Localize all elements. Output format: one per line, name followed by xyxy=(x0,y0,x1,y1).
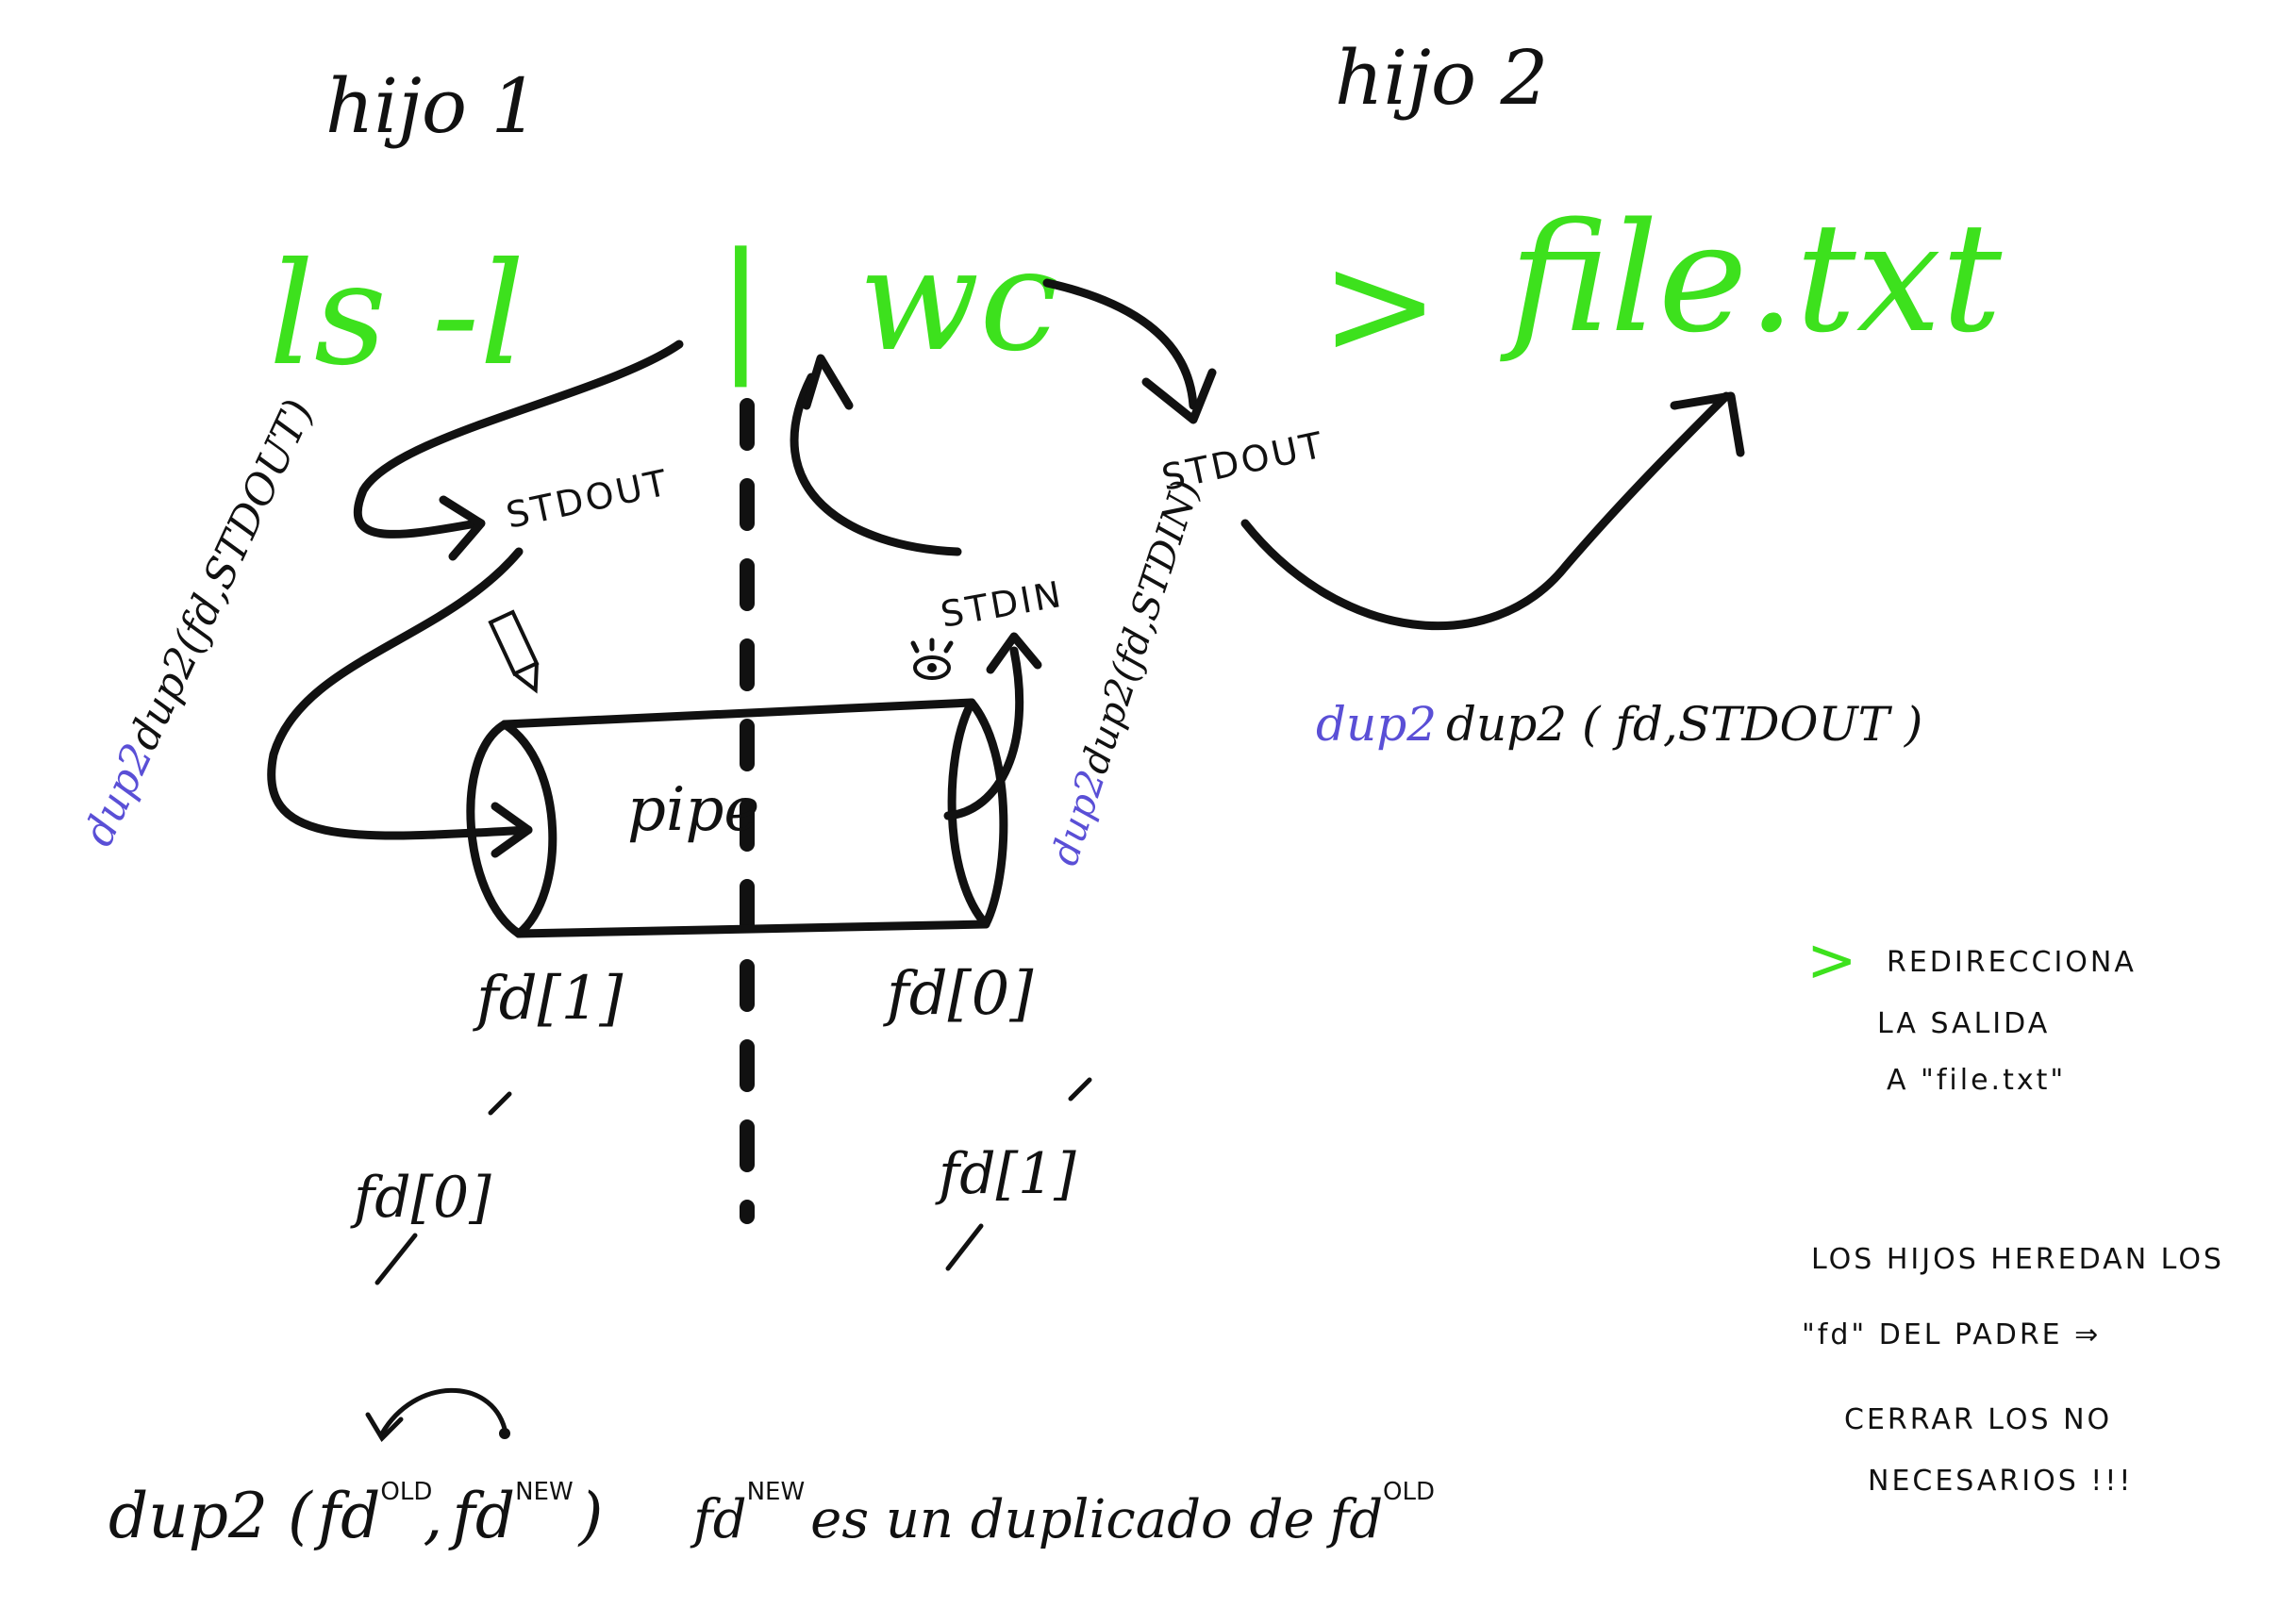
svg-text:A "file.txt": A "file.txt" xyxy=(1887,1064,2066,1097)
wc-to-stdout-arrowhead xyxy=(1141,368,1217,424)
svg-text:>: > xyxy=(1806,926,1857,996)
command-ls: ls -l xyxy=(269,233,524,397)
pipe-to-stdin-arrow xyxy=(943,646,1024,820)
svg-text:"fd" DEL PADRE ⇒: "fd" DEL PADRE ⇒ xyxy=(1802,1318,2101,1351)
stdout-to-pipe-arrowhead xyxy=(491,802,533,858)
command-pipe: | xyxy=(717,224,765,388)
svg-text:fd[0]: fd[0] xyxy=(350,1165,491,1231)
stdout-left-label: STDOUT xyxy=(503,461,674,537)
stdout-to-file-arrow xyxy=(1240,391,1731,631)
svg-text:fd[1]: fd[1] xyxy=(935,1141,1076,1207)
svg-text:CERRAR LOS NO: CERRAR LOS NO xyxy=(1844,1403,2112,1436)
fd-read-closed-child1: fd[0] xyxy=(350,1091,512,1285)
child1-heading: hijo 1 xyxy=(325,62,539,150)
pipe-label: pipe xyxy=(627,775,759,845)
dup2-left-label: dup2dup2(fd,STDOUT) xyxy=(75,392,324,853)
fd-write-closed-child2: fd[1] xyxy=(935,1077,1092,1271)
stdout-to-pipe-arrow xyxy=(267,547,533,840)
eye-icon xyxy=(910,638,954,680)
formula-dot xyxy=(499,1428,510,1439)
fd-write-label: fd[1] xyxy=(473,964,624,1034)
svg-text:REDIRECCIONA: REDIRECCIONA xyxy=(1887,946,2137,979)
fd-read-label: fd[0] xyxy=(883,959,1034,1029)
svg-text:LOS HIJOS HEREDAN LOS: LOS HIJOS HEREDAN LOS xyxy=(1811,1243,2224,1276)
stdin-to-wc-arrowhead xyxy=(802,354,854,410)
pipe-to-stdin-arrowhead xyxy=(986,632,1042,674)
formula-arrowhead xyxy=(365,1412,404,1443)
formula-dup2: dup2 (fdOLD,fdNEW) xyxy=(108,1478,603,1552)
svg-text:NECESARIOS !!!: NECESARIOS !!! xyxy=(1868,1465,2133,1498)
stdout-to-file-arrowhead xyxy=(1670,391,1745,457)
child2-heading: hijo 2 xyxy=(1335,34,1548,122)
stdin-to-wc-arrow xyxy=(790,373,962,556)
ls-to-stdout-arrow xyxy=(353,340,684,539)
command-wc: wc xyxy=(858,219,1058,383)
command-redirect: > xyxy=(1321,224,1439,388)
inherit-note: LOS HIJOS HEREDAN LOS "fd" DEL PADRE ⇒ C… xyxy=(1802,1243,2224,1498)
stdin-label: STDIN xyxy=(938,573,1067,636)
formula-curved-arrow xyxy=(379,1387,507,1436)
command-file: file.txt xyxy=(1500,190,2003,366)
svg-text:LA SALIDA: LA SALIDA xyxy=(1877,1007,2050,1040)
pencil-icon xyxy=(488,609,540,694)
wc-to-stdout-arrow xyxy=(1042,278,1198,410)
ls-to-stdout-arrowhead xyxy=(439,495,486,561)
redirect-note: > REDIRECCIONA LA SALIDA A "file.txt" xyxy=(1806,926,2137,1097)
dup2-middle-label: dup2dup2(fd,STDIN) xyxy=(1043,475,1208,870)
